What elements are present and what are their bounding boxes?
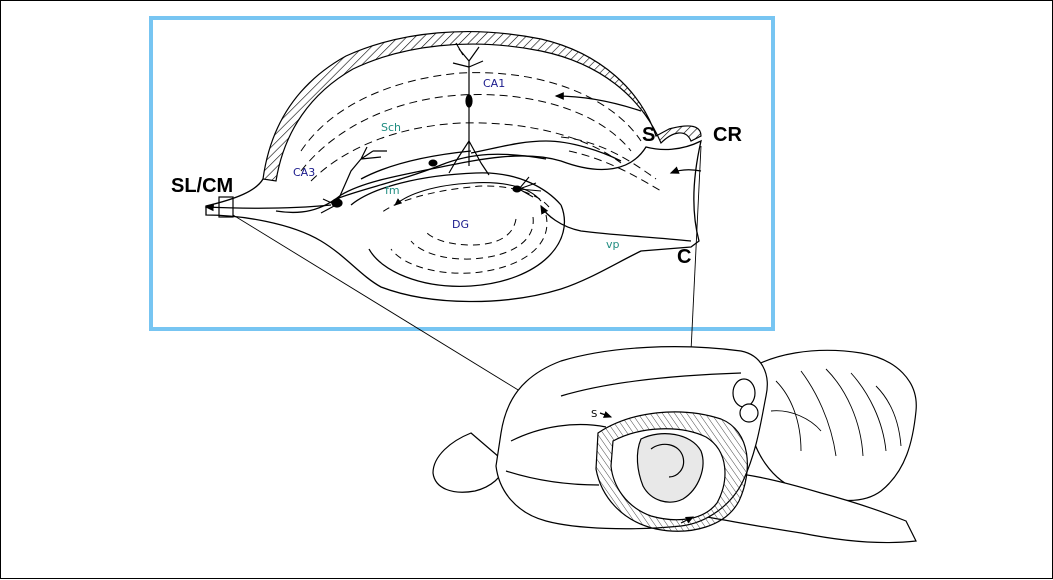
cr-label: CR [713, 124, 742, 146]
s-label: S [642, 124, 655, 146]
colliculus-2 [740, 404, 758, 422]
dg-label: DG [452, 218, 469, 231]
vp-label: vp [606, 238, 620, 251]
rat-brain-illustration: S [433, 347, 916, 543]
sl-cm-label: SL/CM [171, 175, 233, 197]
ca3-label: CA3 [293, 166, 315, 179]
fm-label: fm [385, 184, 400, 197]
c-label: C [677, 246, 691, 268]
brain-s-label: S [591, 409, 597, 420]
olfactory-bulb [433, 433, 506, 492]
hippocampus-inset: CA1 CA3 DG Sch fm vp SL/CM S CR C [151, 18, 773, 329]
ca1-label: CA1 [483, 77, 505, 90]
sch-label: Sch [381, 121, 401, 134]
colliculus-1 [733, 379, 755, 407]
